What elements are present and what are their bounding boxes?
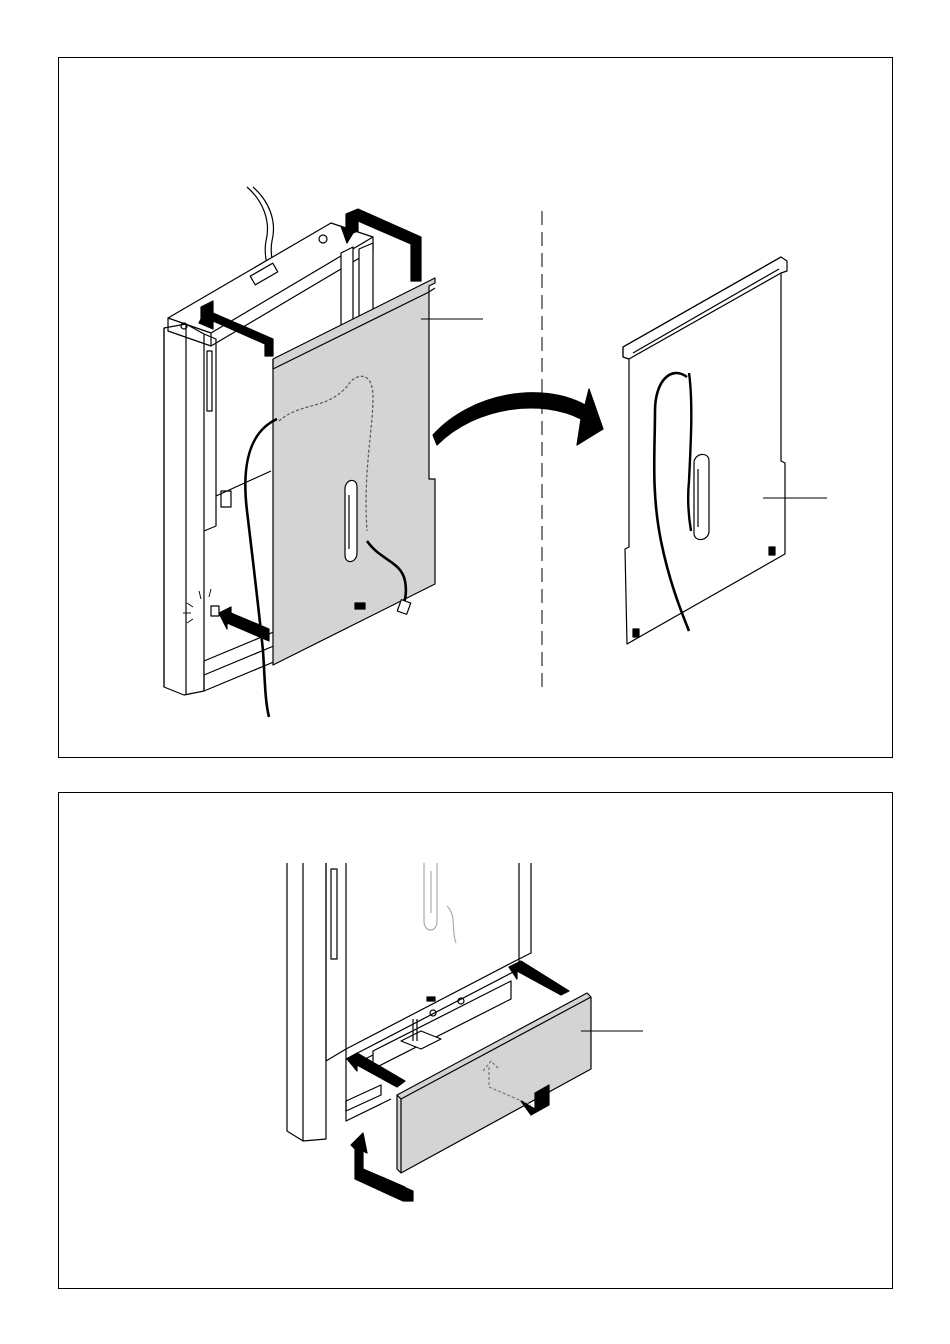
figure-panel-bottom [58,792,893,1289]
removed-panel [623,257,787,644]
remove-lower-cover-illustration [59,793,894,1290]
compartment-badge [427,997,435,1001]
lower-cover [397,993,591,1173]
remove-front-panel-illustration [59,58,894,759]
slide-arrow-top-icon [509,961,569,995]
inner-left-wall [326,863,346,1061]
inner-slot [207,351,212,411]
chassis-left-column [287,863,326,1141]
faded-slot [424,863,456,943]
panel-badge [355,603,365,609]
figure-panel-top [58,57,893,758]
front-panel [273,278,435,665]
removed-panel-tab-left [633,629,639,637]
chassis-right-side [519,863,531,959]
inner-slot [331,869,337,959]
removed-panel-tab-right [769,547,775,555]
remove-arrow-icon [433,389,603,445]
chassis-left-column [164,324,204,695]
bottom-clip [211,606,219,616]
